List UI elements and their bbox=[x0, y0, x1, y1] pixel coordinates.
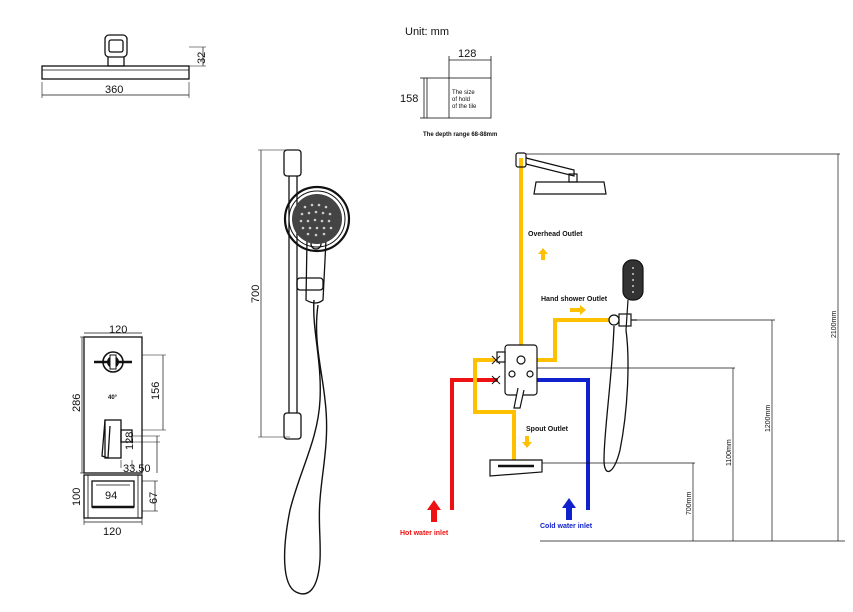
cold-arrow-icon bbox=[562, 498, 576, 520]
overhead-outlet-label: Overhead Outlet bbox=[528, 231, 583, 238]
lever-depth-label: 33.50 bbox=[123, 463, 151, 475]
tile-height-label: 158 bbox=[400, 93, 418, 105]
hand-height-label: 1200mm bbox=[765, 405, 772, 432]
tile-note-3: of the tile bbox=[452, 104, 477, 110]
valve-width-label: 120 bbox=[109, 324, 127, 336]
overhead-arrow-icon bbox=[538, 248, 548, 260]
spout-width-label: 120 bbox=[103, 526, 121, 538]
valve-dial bbox=[107, 354, 119, 370]
spout-depth-label: 100 bbox=[71, 488, 83, 506]
schematic-spout bbox=[489, 459, 543, 477]
hand-outlet-label: Hand shower Outlet bbox=[541, 296, 608, 303]
spout-box-drawing bbox=[83, 474, 158, 525]
hot-arrow-icon bbox=[427, 500, 441, 522]
head-width-label: 360 bbox=[105, 84, 123, 96]
valve-dial-label: 40° bbox=[108, 395, 118, 401]
hand-arrow-icon bbox=[570, 305, 586, 315]
schematic-overhead bbox=[515, 152, 607, 195]
unit-label: Unit: mm bbox=[405, 26, 449, 38]
tile-note-2: of hold bbox=[452, 97, 470, 103]
height-reference-lines bbox=[526, 153, 845, 542]
hot-cross-marks bbox=[491, 355, 501, 385]
spout-height-ref-label: 700mm bbox=[686, 491, 693, 515]
valve-offset-label: 156 bbox=[150, 382, 162, 400]
overhead-head-drawing bbox=[41, 34, 206, 98]
total-height-label: 2100mm bbox=[831, 311, 838, 338]
spout-height-label: 67 bbox=[148, 492, 160, 504]
schematic-valve bbox=[496, 344, 538, 409]
hand-shower-grille bbox=[292, 194, 342, 244]
valve-height-label: 286 bbox=[71, 394, 83, 412]
tile-width-label: 128 bbox=[458, 48, 476, 60]
tile-depth-label: The depth range 68-88mm bbox=[423, 132, 497, 138]
slide-rail-drawing bbox=[258, 149, 351, 595]
valve-height-ref-label: 1100mm bbox=[726, 439, 733, 466]
cold-pipe bbox=[532, 378, 590, 510]
spout-arrow-icon bbox=[522, 436, 532, 448]
hand-shower-dots bbox=[299, 203, 333, 237]
head-height-label: 32 bbox=[196, 52, 208, 64]
hot-pipe bbox=[450, 378, 498, 510]
rail-length-label: 700 bbox=[250, 285, 262, 303]
valve-front-drawing bbox=[80, 332, 166, 474]
hot-inlet-label: Hot water inlet bbox=[400, 530, 449, 537]
schematic-hand-dots bbox=[632, 267, 634, 293]
tile-note-1: The size bbox=[452, 90, 475, 96]
schematic-hand-shower bbox=[603, 259, 644, 472]
lever-height-label: 128 bbox=[124, 432, 136, 450]
spout-outlet-label: Spout Outlet bbox=[526, 426, 569, 433]
tile-hole-drawing bbox=[420, 56, 492, 119]
spout-inner-label: 94 bbox=[105, 490, 117, 502]
mixed-pipes bbox=[473, 158, 612, 460]
cold-inlet-label: Cold water inlet bbox=[540, 523, 593, 530]
